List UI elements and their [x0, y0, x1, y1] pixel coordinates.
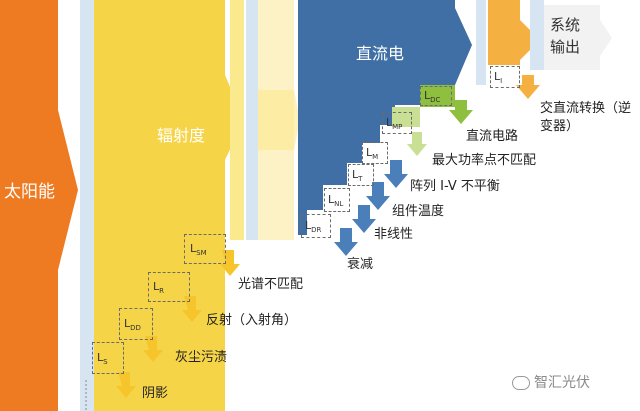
loss-arrow-mpp — [407, 132, 427, 156]
loss-label-degradation: 衰减 — [347, 257, 374, 272]
loss-box-reflection — [148, 272, 190, 302]
dc-block — [298, 0, 472, 235]
stage-label-irradiance: 辐射度 — [157, 126, 206, 145]
loss-box-inverter — [490, 66, 520, 88]
loss-label-shading: 阴影 — [142, 386, 169, 401]
loss-box-temperature — [348, 164, 374, 186]
loss-box-spectral — [184, 234, 226, 264]
loss-arrow-temperature — [366, 182, 390, 210]
loss-box-soiling — [119, 308, 153, 340]
loss-label-temperature: 组件温度 — [392, 204, 445, 219]
loss-symbol-inverter: LI — [494, 70, 503, 86]
loss-arrow-mismatch — [384, 160, 408, 188]
stage-label-solar: 太阳能 — [4, 182, 55, 202]
dc-circuit-block — [420, 85, 455, 107]
loss-label-mpp: 最大功率点不匹配 — [432, 153, 537, 168]
irradiance-strip — [230, 0, 244, 240]
stage-label-output-2: 输出 — [550, 38, 581, 56]
loss-box-nonlinear — [324, 188, 350, 212]
loss-label-soiling: 灰尘污渍 — [175, 350, 228, 365]
loss-arrow-inverter — [516, 75, 540, 99]
loss-label-spectral: 光谱不匹配 — [238, 277, 304, 292]
loss-box-degradation — [301, 214, 331, 238]
loss-symbol-spectral: LSM — [190, 242, 207, 258]
divider-strip — [80, 0, 94, 411]
loss-box-shading — [92, 342, 124, 374]
loss-label-nonlinear: 非线性 — [374, 227, 414, 242]
stage-label-output-1: 系统 — [550, 16, 581, 34]
loss-symbol-nonlinear: LNL — [328, 193, 344, 209]
stage-label-dc: 直流电 — [356, 44, 405, 63]
transition-arrow — [258, 90, 300, 150]
loss-label-reflection: 反射（入射角） — [206, 313, 298, 328]
loss-box-mismatch — [362, 142, 388, 164]
loss-arrow-soiling — [143, 336, 163, 362]
loss-arrow-nonlinear — [352, 205, 376, 233]
loss-arrow-degradation — [334, 228, 358, 256]
loss-arrow-dc-circuit — [449, 100, 473, 124]
loss-symbol-mpp: LMP — [386, 116, 403, 132]
transition-strip-blue — [246, 0, 258, 240]
loss-label-mismatch: 阵列 I-V 不平衡 — [410, 179, 500, 194]
loss-arrow-reflection — [182, 296, 202, 322]
loss-label-dc-circuit: 直流电路 — [466, 129, 519, 144]
solar-energy-arrow — [0, 0, 78, 411]
ac-arrow — [488, 0, 540, 65]
loss-box-mpp — [382, 112, 412, 134]
loss-arrow-shading — [116, 372, 136, 398]
loss-label-inverter: 交直流转换（逆变器） — [540, 101, 632, 135]
loss-box-dc-circuit — [420, 86, 452, 106]
loss-symbol-mismatch: LM — [366, 146, 379, 162]
loss-symbol-dc-circuit: LDC — [424, 89, 441, 105]
loss-symbol-degradation: LDR — [305, 219, 322, 235]
loss-symbol-soiling: LDD — [124, 317, 141, 333]
wechat-icon — [512, 376, 530, 390]
watermark: 智汇光伏 — [512, 376, 590, 390]
dc-out-strip — [476, 0, 486, 85]
loss-symbol-reflection: LR — [153, 280, 165, 296]
loss-symbol-temperature: LT — [352, 168, 363, 184]
output-strip — [530, 0, 544, 70]
watermark-text: 智汇光伏 — [534, 375, 590, 391]
loss-symbol-shading: LS — [97, 351, 108, 367]
output-box — [544, 5, 612, 70]
